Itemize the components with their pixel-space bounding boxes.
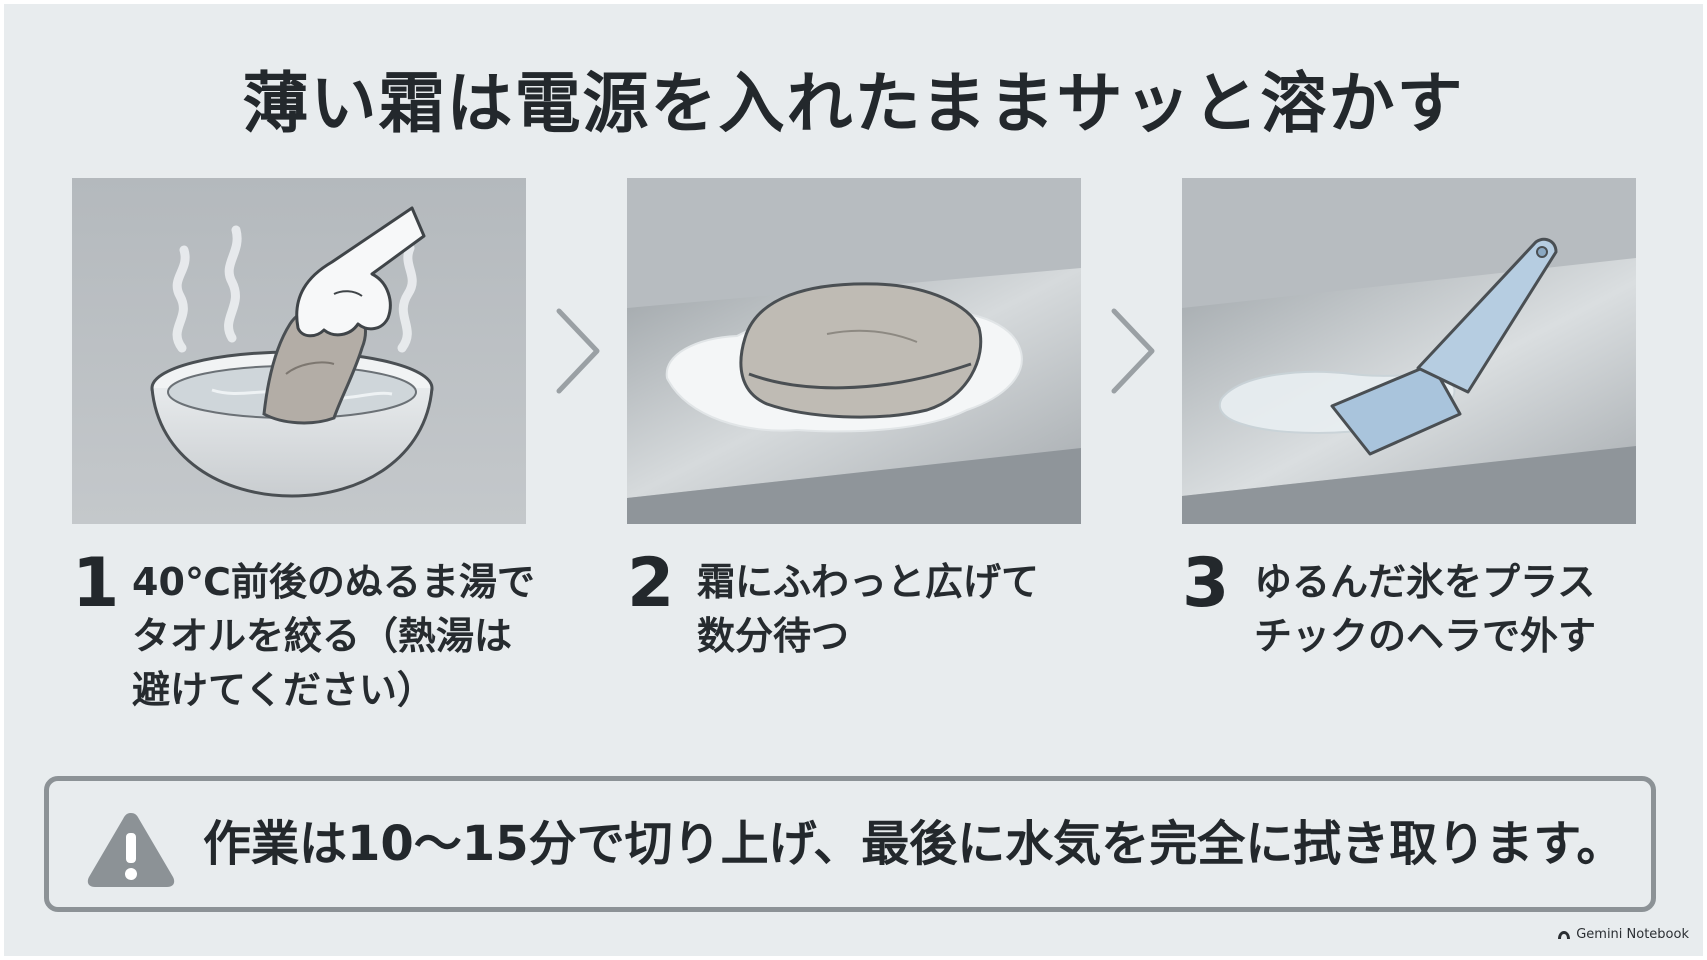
notice-text: 作業は10～15分で切り上げ、最後に水気を完全に拭き取ります。 (203, 816, 1625, 872)
step-1-illustration (72, 178, 526, 524)
brand-watermark: Gemini Notebook (1557, 927, 1689, 942)
page-title: 薄い霜は電源を入れたままサッと溶かす (242, 65, 1465, 142)
step-2-number: 2 (627, 544, 675, 623)
hand-wringing-towel-in-basin-image (72, 178, 526, 524)
step-3-illustration (1182, 178, 1636, 524)
towel-on-frost-image (627, 178, 1081, 524)
warning-icon (87, 813, 175, 887)
chevron-right-icon (556, 308, 600, 394)
brand-label: Gemini Notebook (1576, 927, 1689, 942)
step-1-text: 40℃前後のぬるま湯で タオルを絞る（熱湯は 避けてください） (132, 560, 535, 712)
step-2-illustration (627, 178, 1081, 524)
step-2-text: 霜にふわっと広げて 数分待つ (697, 560, 1040, 658)
step-3-number: 3 (1182, 544, 1230, 623)
spatula-removing-ice-image (1182, 178, 1636, 524)
notice-box: 作業は10～15分で切り上げ、最後に水気を完全に拭き取ります。 (44, 776, 1656, 912)
step-1-number: 1 (72, 544, 120, 623)
step-3-text: ゆるんだ氷をプラス チックのヘラで外す (1254, 560, 1597, 658)
chevron-right-icon (1111, 308, 1155, 394)
brand-logo-icon (1558, 931, 1571, 939)
